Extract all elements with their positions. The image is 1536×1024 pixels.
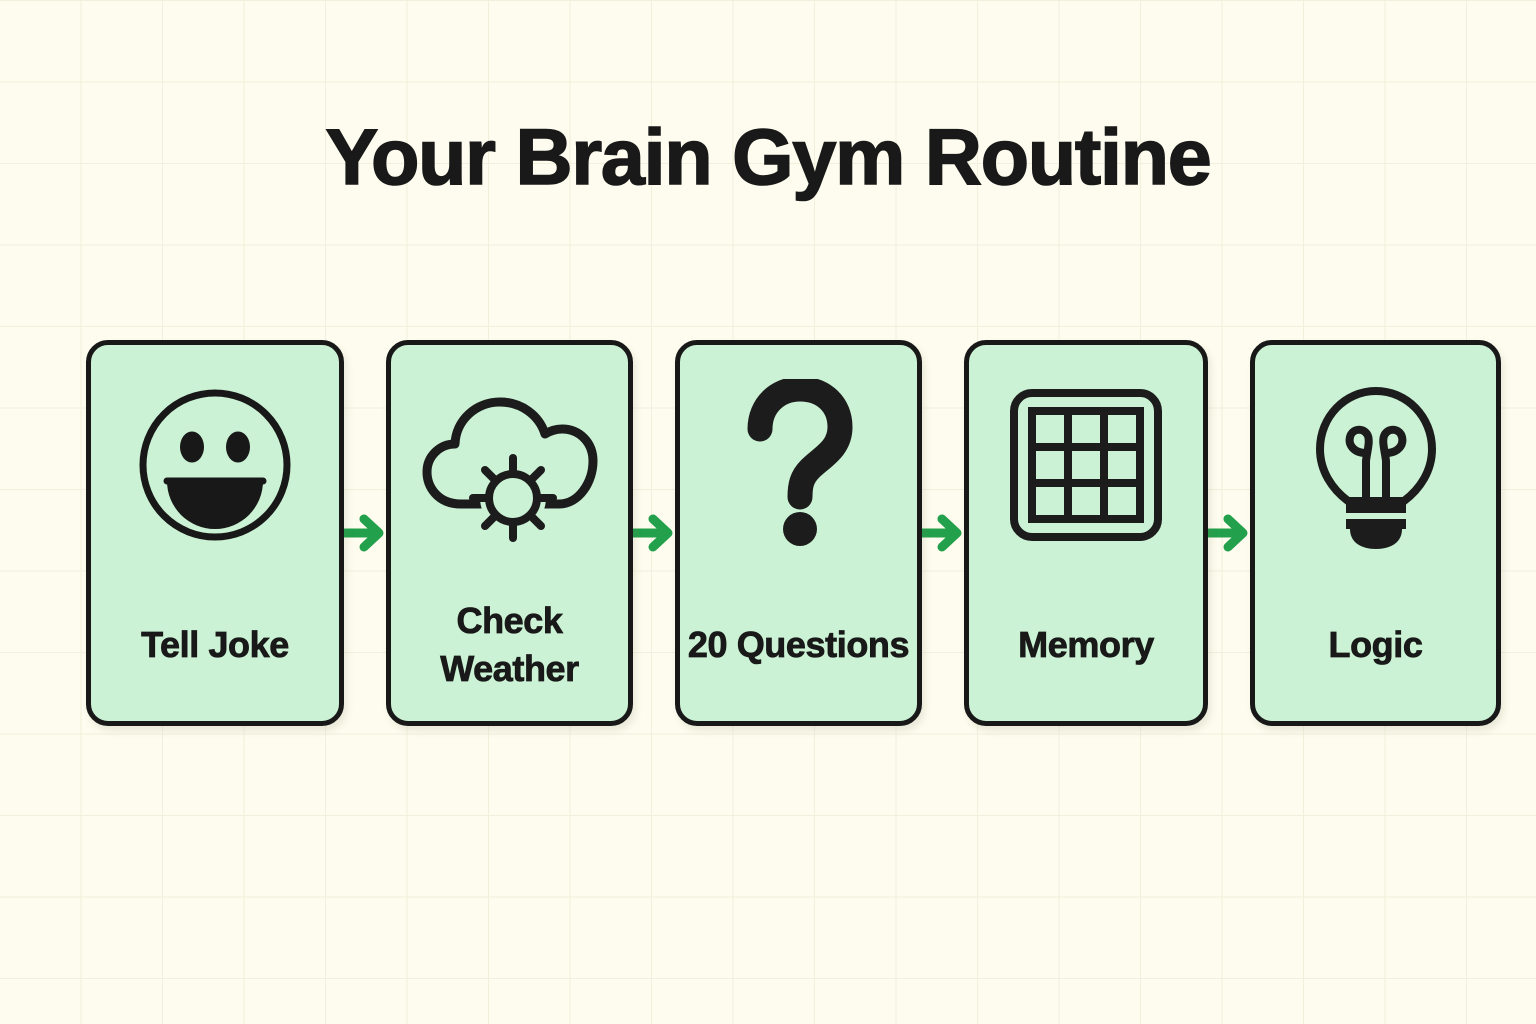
flow-step-label: Check Weather xyxy=(391,585,628,721)
arrow-right-icon xyxy=(344,340,386,726)
flow-step-label: Logic xyxy=(1255,585,1496,721)
question-mark-icon xyxy=(680,345,917,585)
flow-step-check-weather[interactable]: Check Weather xyxy=(386,340,633,726)
smiley-face-icon xyxy=(91,345,339,585)
flow-step-memory[interactable]: Memory xyxy=(964,340,1208,726)
flow-step-20-questions[interactable]: 20 Questions xyxy=(675,340,922,726)
arrow-right-icon xyxy=(922,340,964,726)
cloud-sun-icon xyxy=(391,345,628,585)
arrow-right-icon xyxy=(633,340,675,726)
flow-step-label-text: Tell Joke xyxy=(141,624,290,666)
page-title: Your Brain Gym Routine xyxy=(325,111,1213,202)
flow-step-label: Tell Joke xyxy=(91,585,339,721)
flow-step-label-text: Check Weather xyxy=(440,600,580,690)
lightbulb-icon xyxy=(1255,345,1496,585)
grid-3x3-icon xyxy=(969,345,1203,585)
flow-step-label-text: Memory xyxy=(1018,624,1155,666)
flow-step-label: 20 Questions xyxy=(680,585,917,721)
flow-step-label-text: 20 Questions xyxy=(687,624,910,666)
flow-step-tell-joke[interactable]: Tell Joke xyxy=(86,340,344,726)
arrow-right-icon xyxy=(1208,340,1250,726)
flow-step-logic[interactable]: Logic xyxy=(1250,340,1501,726)
flow-step-label: Memory xyxy=(969,585,1203,721)
flow-step-label-text: Logic xyxy=(1328,624,1423,666)
flow-diagram: Tell Joke xyxy=(86,340,1501,726)
